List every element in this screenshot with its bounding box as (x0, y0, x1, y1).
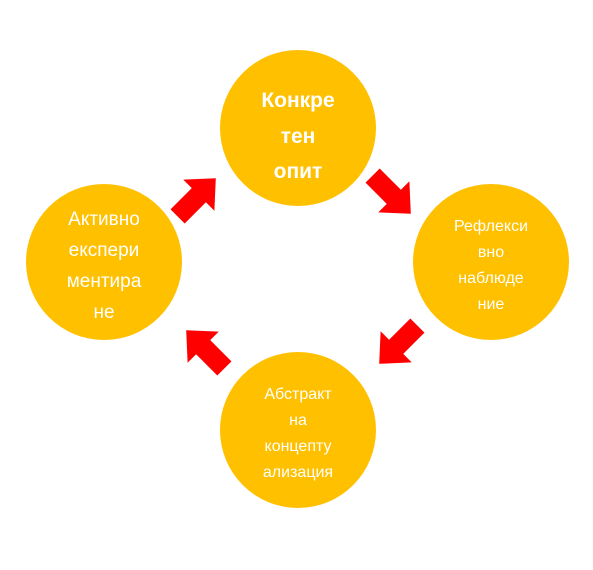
node-active-line-2: експери (69, 240, 140, 261)
node-reflective-circle (413, 184, 569, 340)
arrow-concrete-to-reflective (365, 168, 411, 214)
node-abstract-line-3: концепту (265, 438, 332, 455)
node-concrete-line-3: опит (274, 160, 323, 183)
node-active-line-1: Активно (68, 209, 140, 230)
node-active-line-4: не (93, 302, 114, 323)
node-reflective-line-4: ние (478, 296, 505, 313)
node-reflective-line-1: Рефлекси (454, 218, 528, 235)
node-abstract-circle (220, 352, 376, 508)
node-abstract-line-1: Абстракт (264, 386, 332, 403)
node-abstract-line-2: на (289, 412, 307, 429)
arrow-reflective-to-abstract (379, 318, 425, 364)
node-reflective-line-3: наблюде (458, 270, 524, 287)
node-concrete-line-1: Конкре (261, 89, 334, 112)
node-reflective-observation: Рефлекси вно наблюде ние (413, 184, 569, 340)
node-active-circle (26, 184, 182, 340)
arrow-abstract-to-active (186, 330, 232, 376)
node-active-experimentation: Активно експери ментира не (26, 184, 182, 340)
node-abstract-line-4: ализация (263, 464, 333, 481)
node-concrete-line-2: тен (281, 125, 316, 148)
node-concrete-circle (220, 50, 376, 206)
node-abstract-conceptualization: Абстракт на концепту ализация (220, 352, 376, 508)
node-reflective-line-2: вно (478, 244, 504, 261)
arrow-active-to-concrete (170, 178, 216, 224)
node-concrete-experience: Конкре тен опит (220, 50, 376, 206)
node-active-line-3: ментира (67, 271, 142, 292)
